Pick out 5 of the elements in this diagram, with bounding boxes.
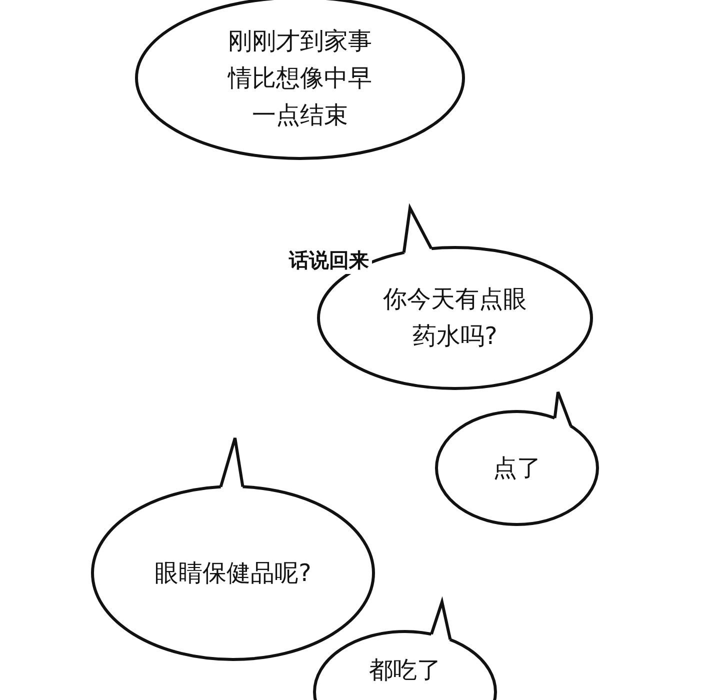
speech-text: 点了 [493,452,541,484]
speech-text: 眼睛保健品呢? [154,558,312,588]
speech-text: 都吃了 [369,654,441,686]
speech-text: 刚刚才到家事情比想像中早一点结束 [226,26,373,130]
speech-text: 你今天有点眼药水吗? [382,284,528,352]
